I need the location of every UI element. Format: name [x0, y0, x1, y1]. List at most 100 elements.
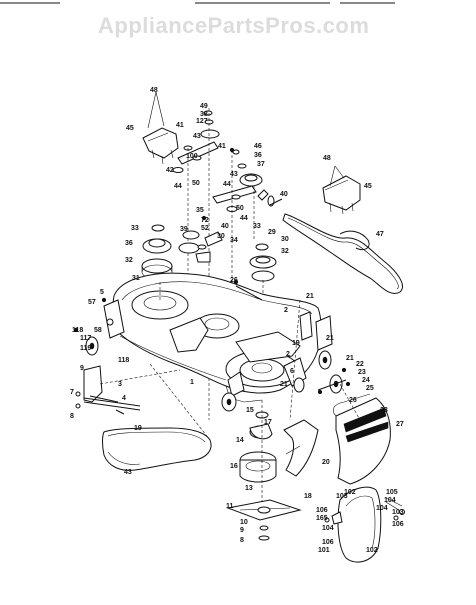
label-72: 72 — [201, 217, 209, 224]
label-44c: 44 — [240, 215, 248, 222]
label-43: 43 — [193, 133, 201, 140]
label-6: 6 — [290, 368, 294, 375]
label-4: 4 — [122, 395, 126, 402]
deck-gauge-wheels — [85, 336, 343, 412]
label-26b: 26 — [349, 397, 357, 404]
label-106: 106 — [392, 521, 404, 528]
label-17: 17 — [264, 419, 272, 426]
label-44b: 44 — [223, 181, 231, 188]
label-41: 41 — [176, 122, 184, 129]
label-24: 24 — [362, 377, 370, 384]
label-26: 26 — [230, 277, 238, 284]
label-50: 50 — [192, 180, 200, 187]
label-21c: 21 — [326, 335, 334, 342]
label-35: 35 — [196, 207, 204, 214]
upper-spindle-stack — [172, 108, 220, 420]
label-119: 119 — [80, 345, 91, 352]
label-44: 44 — [174, 183, 182, 190]
label-21d: 21 — [346, 355, 354, 362]
mower-deck-housing-1 — [103, 272, 333, 403]
label-127: 127 — [196, 118, 208, 125]
label-34: 34 — [230, 237, 238, 244]
label-103b: 103 — [392, 509, 404, 516]
label-23: 23 — [358, 369, 366, 376]
label-48: 48 — [150, 87, 158, 94]
label-27: 27 — [396, 421, 404, 428]
front-hanger-bracket — [75, 365, 181, 411]
right-idler-assembly — [212, 149, 275, 330]
label-43b: 43 — [230, 171, 238, 178]
label-38: 38 — [200, 111, 208, 118]
hardware-fasteners — [73, 147, 351, 415]
mulch-plug-assembly — [324, 486, 405, 563]
part-number-labels: 48 45 49 38 127 41 43 100 42 50 44 41 46… — [70, 87, 404, 554]
idler-cover-45 — [142, 127, 179, 165]
chute-deflector-20 — [283, 419, 319, 477]
label-31: 31 — [132, 275, 140, 282]
label-36b: 36 — [125, 240, 133, 247]
label-118: 118 — [72, 327, 83, 334]
label-45b: 45 — [364, 183, 372, 190]
lower-spindle-assembly — [226, 400, 302, 541]
label-100: 100 — [186, 153, 198, 160]
label-21: 21 — [306, 293, 314, 300]
deck-belt-47 — [282, 213, 403, 294]
label-8b: 8 — [240, 537, 244, 544]
label-104c: 104 — [322, 525, 334, 532]
label-50b: 50 — [236, 205, 244, 212]
label-30b: 30 — [281, 236, 289, 243]
label-104: 104 — [384, 497, 396, 504]
label-19: 19 — [292, 340, 300, 347]
label-2b: 2 — [286, 351, 290, 358]
leader-lines — [147, 91, 361, 441]
label-14: 14 — [236, 437, 244, 444]
label-39: 39 — [180, 226, 188, 233]
label-42: 42 — [166, 167, 174, 174]
label-7: 7 — [70, 389, 74, 396]
label-33: 33 — [253, 223, 261, 230]
label-58: 58 — [94, 327, 102, 334]
label-3: 3 — [118, 381, 122, 388]
center-spindle-pulley — [178, 230, 223, 263]
label-103: 103 — [336, 493, 348, 500]
label-102: 102 — [344, 489, 356, 496]
label-102b: 102 — [366, 547, 378, 554]
label-29: 29 — [268, 229, 276, 236]
label-48b: 48 — [323, 155, 331, 162]
label-9: 9 — [80, 365, 84, 372]
label-20: 20 — [322, 459, 330, 466]
left-spindle-pulley — [141, 224, 173, 280]
label-106c: 106 — [322, 539, 334, 546]
label-13: 13 — [245, 485, 253, 492]
label-8: 8 — [70, 413, 74, 420]
label-15: 15 — [246, 407, 254, 414]
label-30: 30 — [217, 233, 225, 240]
label-37: 37 — [257, 161, 265, 168]
label-40: 40 — [280, 191, 288, 198]
label-117: 117 — [80, 335, 91, 342]
label-118b: 118 — [118, 357, 129, 364]
label-40b: 40 — [221, 223, 229, 230]
label-165: 165 — [316, 515, 328, 522]
watermark-text: AppliancePartsPros.com — [98, 13, 369, 38]
label-16: 16 — [230, 463, 238, 470]
label-21b: 21 — [280, 381, 288, 388]
label-19b: 19 — [134, 425, 142, 432]
label-2: 2 — [284, 307, 288, 314]
label-104b: 104 — [376, 505, 388, 512]
label-25: 25 — [366, 385, 374, 392]
label-32: 32 — [281, 248, 289, 255]
label-9b: 9 — [240, 527, 244, 534]
label-5: 5 — [100, 289, 104, 296]
label-101: 101 — [318, 547, 330, 554]
label-33b: 33 — [131, 225, 139, 232]
label-57: 57 — [88, 299, 96, 306]
label-18: 18 — [304, 493, 312, 500]
label-11: 11 — [226, 503, 234, 510]
label-43c: 43 — [124, 469, 132, 476]
right-pulley-cover-45 — [322, 175, 361, 215]
label-106b: 106 — [316, 507, 328, 514]
label-49: 49 — [200, 103, 208, 110]
